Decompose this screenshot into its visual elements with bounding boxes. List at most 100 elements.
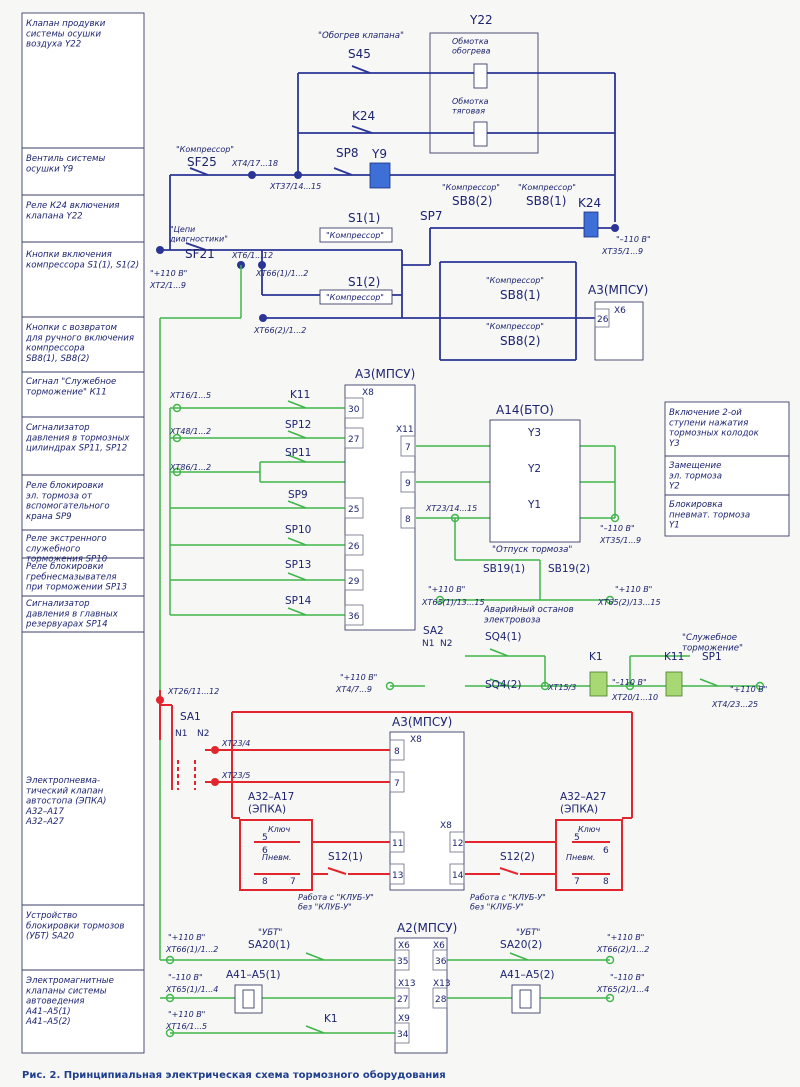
otpusk-label: "Отпуск тормоза" xyxy=(492,545,572,555)
a2-cell xyxy=(394,949,410,971)
k1-bottom-label: K1 xyxy=(324,1013,338,1025)
sb19-1-label: SB19(1) xyxy=(483,563,525,575)
a3-out-cell xyxy=(400,507,416,529)
terminal-marker xyxy=(605,595,615,605)
m110-a14: "–110 В" xyxy=(600,524,635,533)
a2-cell xyxy=(394,1022,410,1044)
a3-lower-pin8: 8 xyxy=(394,747,400,757)
a2-block xyxy=(394,937,448,1054)
a3-pin-cell xyxy=(344,397,364,419)
a3-top-block xyxy=(594,301,644,361)
a2-cell xyxy=(394,987,410,1009)
k1-label: K1 xyxy=(589,651,603,663)
sa20-1-label: SA20(1) xyxy=(248,939,290,951)
a2-x6-left: Х6 xyxy=(398,941,410,951)
a3-top-label: А3(МПСУ) xyxy=(588,283,648,297)
a41-2-coil xyxy=(519,989,532,1009)
a3-lower-pin11: 11 xyxy=(392,839,403,849)
sp12-label: SP12 xyxy=(285,419,311,431)
epka-r-6: 6 xyxy=(603,846,609,856)
xt66-2-label: ХТ66(2)/1...2 xyxy=(253,326,306,335)
sb8-1-top-note: "Компрессор" xyxy=(518,183,576,192)
a3-pin-cell xyxy=(344,569,364,591)
a3-lower-cell xyxy=(449,831,465,853)
p110-sa2: "+110 В" xyxy=(340,673,377,682)
a3-pin29: 29 xyxy=(348,577,360,587)
terminal-marker xyxy=(156,696,164,704)
xt66-1b-label: ХТ66(1)/1...2 xyxy=(165,945,218,954)
sp13-label: SP13 xyxy=(285,559,311,571)
k11-label: K11 xyxy=(664,651,684,663)
a2-x13-right: Х13 xyxy=(433,979,451,989)
xt65-1b-label: ХТ65(1)/1...4 xyxy=(165,985,218,994)
sb8-1-label: SB8(1) xyxy=(500,288,540,302)
p110-sa20-2: "+110 В" xyxy=(607,933,644,942)
green-terminal-markers xyxy=(165,403,765,1038)
p110-sa20-1: "+110 В" xyxy=(168,933,205,942)
a41-2-label: А41–А5(2) xyxy=(500,969,555,981)
terminal-markers xyxy=(156,171,619,322)
terminal-marker xyxy=(211,778,219,786)
a3-lower-cell xyxy=(389,739,405,761)
m110-top: "–110 В" xyxy=(616,235,651,244)
a3-pin-cell xyxy=(344,497,364,519)
obogrev-label: "Обогрев клапана" xyxy=(318,31,404,41)
m110-k1: "–110 В" xyxy=(612,678,647,687)
xt66-2b-label: ХТ66(2)/1...2 xyxy=(596,945,649,954)
a3-out9: 9 xyxy=(405,479,411,489)
a3-pin30: 30 xyxy=(348,405,360,415)
a2-x13-left: Х13 xyxy=(398,979,416,989)
a3-pin25: 25 xyxy=(348,505,359,515)
p110-k1-bottom: "+110 В" xyxy=(168,1010,205,1019)
a32-a27-label: А32–А27(ЭПКА) xyxy=(560,791,606,816)
a2-pin36: 36 xyxy=(435,957,447,967)
xt6-label: ХТ6/1...12 xyxy=(231,251,273,260)
a3-lower-cell xyxy=(449,863,465,885)
xt16-label: ХТ16/1...5 xyxy=(169,391,211,400)
a3-lower-cell xyxy=(389,771,405,793)
sf21-label: SF21 xyxy=(185,247,215,261)
terminal-marker xyxy=(610,513,620,523)
a3-lower-pin12: 12 xyxy=(452,839,463,849)
terminal-marker xyxy=(450,513,460,523)
epka-right-key: Ключ xyxy=(578,825,601,834)
terminal-marker xyxy=(258,261,266,269)
xt65-2b-label: ХТ65(2)/1...4 xyxy=(596,985,649,994)
xt35-b-label: ХТ35/1...9 xyxy=(599,536,641,545)
a14-frame xyxy=(489,419,581,543)
y9-valve xyxy=(369,162,391,189)
a3-lower-pin7: 7 xyxy=(394,779,400,789)
terminal-marker xyxy=(605,993,615,1003)
sf25-note: "Компрессор" xyxy=(176,145,234,154)
sb8-1-top-label: SB8(1) xyxy=(526,194,566,208)
xt86-label: ХТ86/1...2 xyxy=(169,463,211,472)
s12-2-label: S12(2) xyxy=(500,851,535,863)
a3-lower-block xyxy=(389,731,465,891)
a3-top-x6: Х6 xyxy=(614,306,626,316)
a2-pin35: 35 xyxy=(397,957,408,967)
a3-lower-pin13: 13 xyxy=(392,871,403,881)
xt23-5-label: ХТ23/5 xyxy=(221,771,250,780)
y22-label: Y22 xyxy=(469,13,493,27)
s1-2-label: S1(2) xyxy=(348,275,380,289)
p110-top: "+110 В" xyxy=(150,269,187,278)
epka-r-7: 7 xyxy=(574,877,580,887)
a14-label: А14(БТО) xyxy=(496,403,554,417)
y9-label: Y9 xyxy=(371,147,387,161)
s45-label: S45 xyxy=(348,47,371,61)
xt48-label: ХТ48/1...2 xyxy=(169,427,211,436)
sb8-2-top-label: SB8(2) xyxy=(452,194,492,208)
xt20-label: ХТ20/1...10 xyxy=(611,693,658,702)
epka-l-7: 7 xyxy=(290,877,296,887)
terminal-marker xyxy=(156,246,164,254)
figure-caption: Рис. 2. Принципиальная электрическая схе… xyxy=(22,1069,446,1081)
